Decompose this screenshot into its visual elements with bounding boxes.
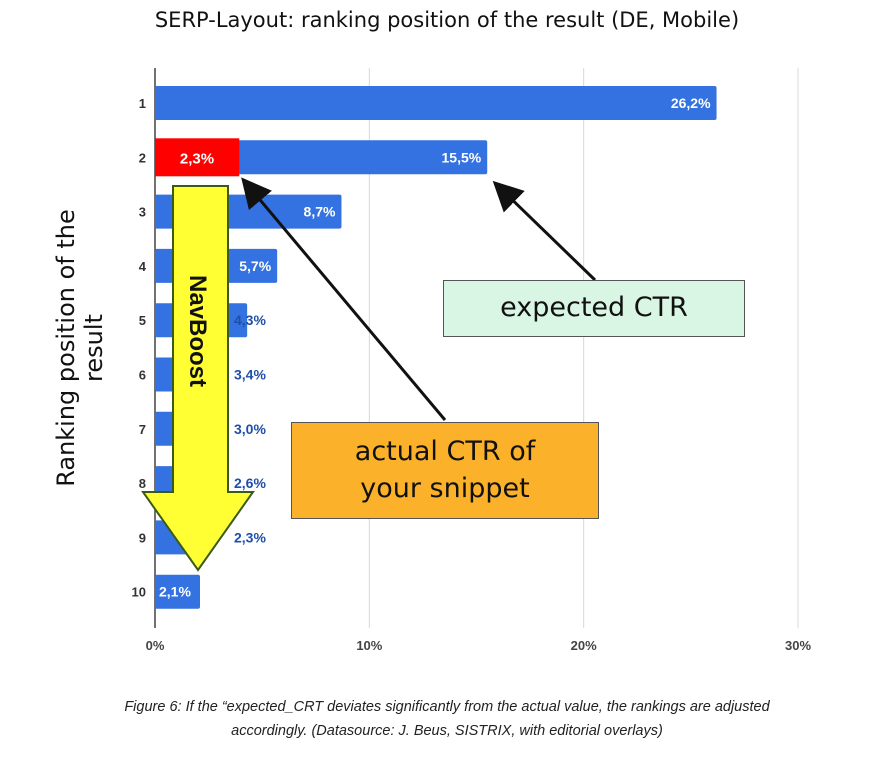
y-tick-label: 2 (139, 150, 146, 165)
data-label: 4,3% (234, 312, 266, 328)
x-tick-label: 30% (785, 638, 811, 653)
y-tick-label: 9 (139, 530, 146, 545)
y-tick-label: 1 (139, 96, 146, 111)
caption-line1: Figure 6: If the “expected_CRT deviates … (124, 699, 770, 715)
data-label: 2,6% (234, 475, 266, 491)
y-tick-label: 5 (139, 313, 146, 328)
data-label: 15,5% (442, 149, 482, 165)
x-tick-label: 10% (356, 638, 382, 653)
bar-chart: 0% 10% 20% 30% 1 2 3 4 5 6 7 8 9 10 NavBoost 26,2% 15,5%… (132, 68, 811, 653)
data-label: 8,7% (304, 204, 336, 220)
chart-title: SERP-Layout: ranking position of the res… (154, 8, 740, 32)
data-label: 3,0% (234, 421, 266, 437)
expected-ctr-label: expected CTR (500, 292, 688, 324)
navboost-arrow-icon (141, 185, 255, 572)
bar (155, 86, 717, 120)
actual-ctr-box: actual CTR of your snippet (291, 422, 599, 519)
data-label: 3,4% (234, 367, 266, 383)
data-label: 2,3% (234, 529, 266, 545)
y-tick-label: 6 (139, 368, 146, 383)
bar (155, 574, 201, 609)
actual-ctr-line2: your snippet (360, 472, 530, 504)
actual-ctr-line1: actual CTR of (354, 436, 536, 468)
data-label: 26,2% (671, 95, 711, 111)
actual-ctr-bar-label: 2,3% (180, 150, 214, 167)
y-tick-label: 7 (139, 422, 146, 437)
x-tick-label: 0% (146, 638, 165, 653)
caption-line2: accordingly. (Datasource: J. Beus, SISTR… (231, 723, 663, 739)
y-tick-label: 10 (132, 585, 146, 600)
y-tick-label: 4 (139, 259, 147, 274)
data-label: 5,7% (239, 258, 271, 274)
data-label: 2,1% (159, 584, 191, 600)
expected-arrow-icon (492, 180, 597, 282)
actual-ctr-bar (155, 138, 240, 177)
navboost-label: NavBoost (184, 275, 211, 387)
actual-arrow-icon (241, 177, 447, 421)
expected-ctr-box: expected CTR (443, 280, 745, 337)
x-tick-label: 20% (571, 638, 597, 653)
y-tick-label: 8 (139, 476, 146, 491)
y-tick-label: 3 (139, 205, 146, 220)
